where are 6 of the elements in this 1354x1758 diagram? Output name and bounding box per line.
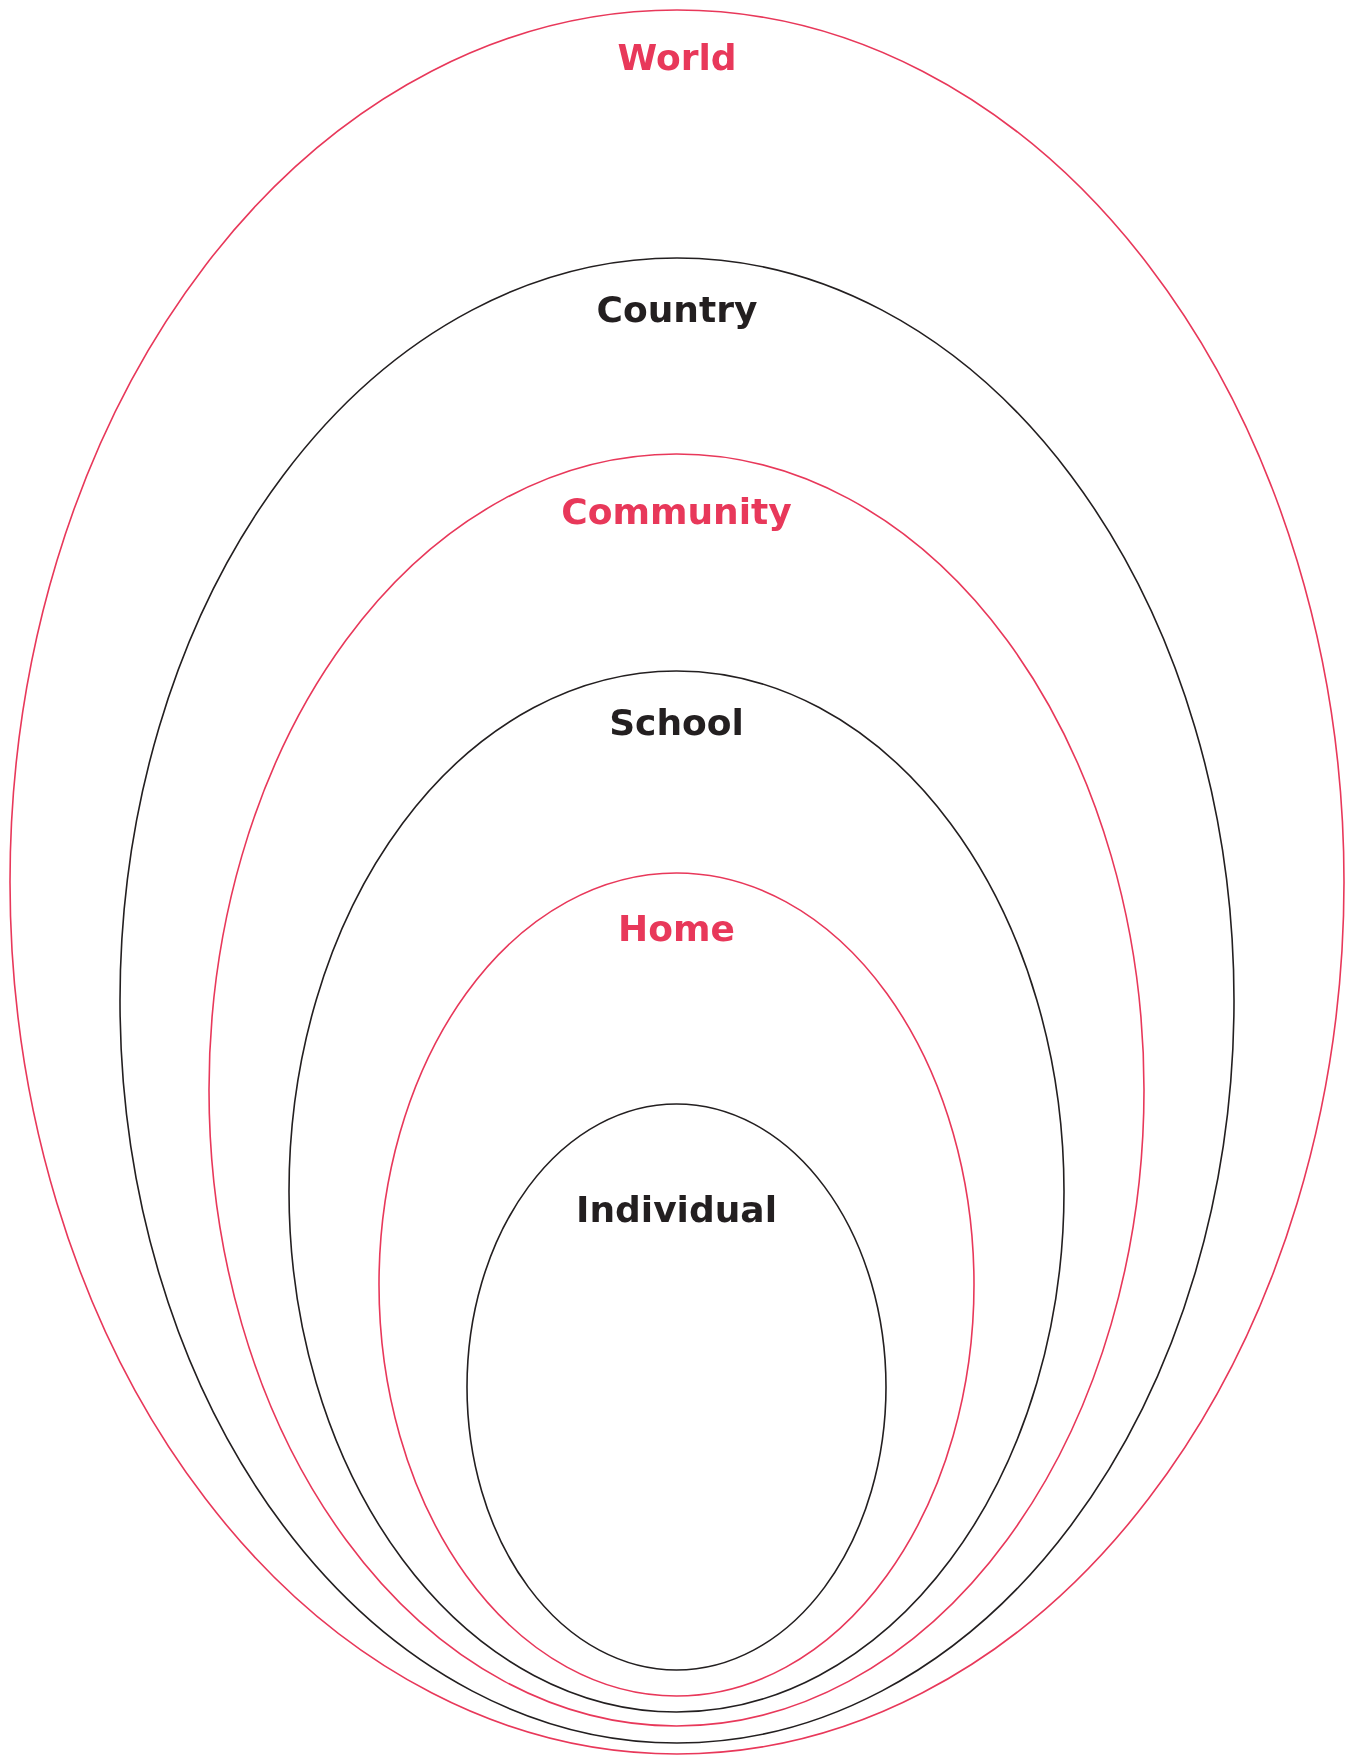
level-label: Home <box>617 908 736 949</box>
level-label: Country <box>595 289 759 330</box>
level-label: Community <box>560 491 793 532</box>
level-label: World <box>616 37 738 78</box>
level-label: Individual <box>575 1189 778 1230</box>
level-label: School <box>608 702 745 743</box>
